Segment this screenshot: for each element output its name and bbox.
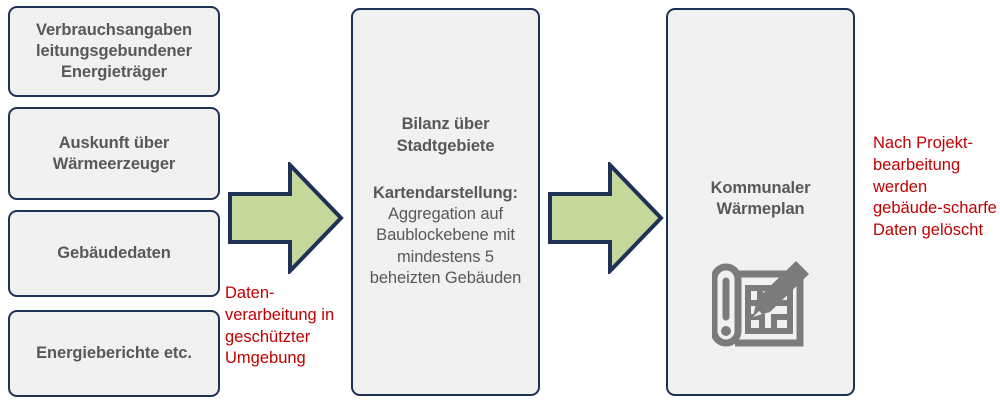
process-box-bilanz: Bilanz über Stadtgebiete Kartendarstellu… — [351, 8, 540, 396]
note-datenloeschung: Nach Projekt-bearbeitung werden gebäude-… — [873, 134, 997, 240]
blueprint-pencil-icon — [710, 259, 810, 357]
note-datenverarbeitung: Daten-verarbeitung in geschützter Umgebu… — [225, 284, 335, 368]
source-box-gebaeudedaten-label: Gebäudedaten — [57, 244, 171, 263]
source-box-auskunft: Auskunft über Wärmeerzeuger — [8, 107, 220, 200]
source-box-gebaeudedaten: Gebäudedaten — [8, 210, 220, 297]
source-box-energieberichte-label: Energieberichte etc. — [36, 344, 192, 363]
source-box-energieberichte: Energieberichte etc. — [8, 310, 220, 397]
process-box-subtitle: Kartendarstellung: — [373, 183, 518, 202]
result-box-headline: Kommunaler Wärmeplan — [710, 179, 811, 219]
arrow-right-icon-process-to-result — [548, 160, 664, 276]
process-box-subbody: Aggregation auf Baublockebene mit mindes… — [369, 204, 522, 288]
source-box-verbrauchsangaben: Verbrauchsangaben leitungsgebundener Ene… — [8, 6, 220, 97]
arrow-right-icon-sources-to-process — [228, 160, 344, 276]
source-box-verbrauchsangaben-label: Verbrauchsangaben leitungsgebundener Ene… — [35, 21, 193, 81]
source-box-auskunft-label: Auskunft über Wärmeerzeuger — [52, 133, 176, 173]
result-box-waermeplan: Kommunaler Wärmeplan — [666, 8, 855, 396]
process-box-headline: Bilanz über Stadtgebiete — [396, 115, 495, 155]
